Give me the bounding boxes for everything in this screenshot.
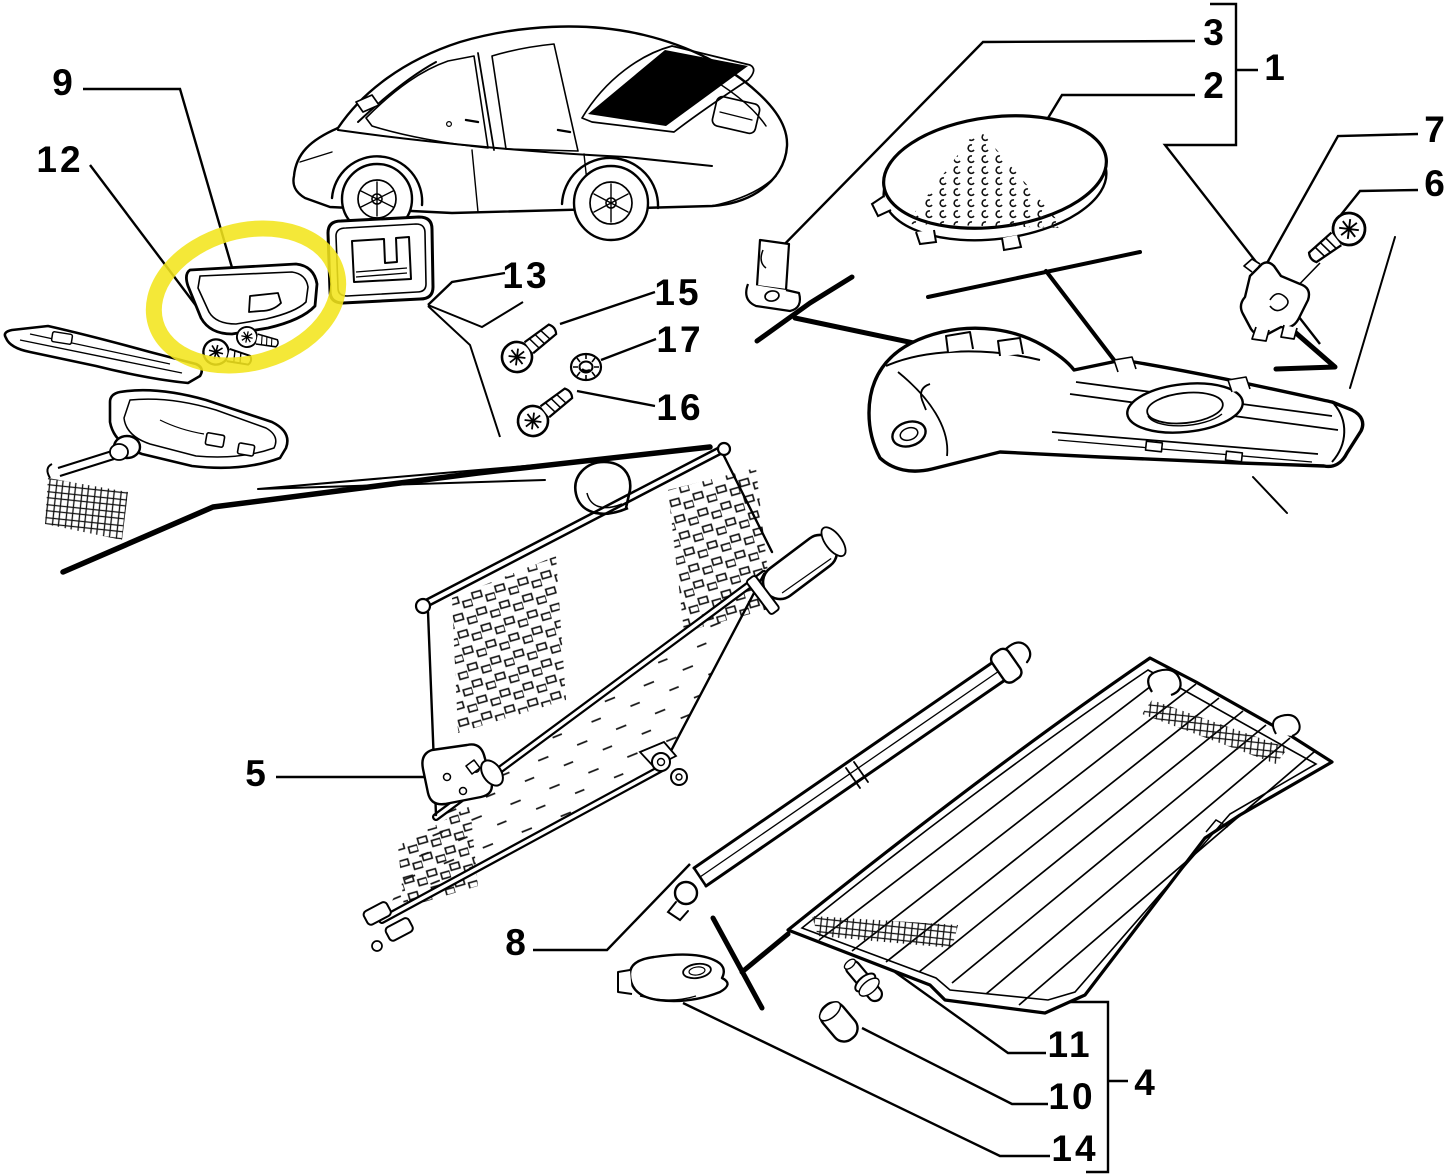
net-hook-strap <box>574 460 632 516</box>
callout-11: 11 <box>1047 1024 1092 1065</box>
part-push-pin <box>46 434 142 479</box>
callout-labels: 9 12 13 15 17 16 3 2 1 7 6 5 8 11 10 14 … <box>36 12 1445 1169</box>
mesh-swatch <box>45 478 128 540</box>
leader-13-wedge <box>427 301 524 329</box>
callout-9: 9 <box>52 62 76 103</box>
bracket-1 <box>1162 2 1321 345</box>
leader-13-wedge2 <box>427 305 501 438</box>
net-roller <box>746 526 847 615</box>
leader-16 <box>576 389 656 408</box>
callout-12: 12 <box>36 139 83 180</box>
callout-4: 4 <box>1134 1062 1158 1103</box>
part-11-pin <box>843 958 884 1003</box>
net-latch-mechanism <box>421 743 504 806</box>
part-7-bracket <box>1239 258 1311 342</box>
leader-6 <box>1335 188 1419 222</box>
leader-11 <box>894 971 1046 1055</box>
part-2-speaker-cover <box>870 114 1108 252</box>
callout-17: 17 <box>656 319 703 360</box>
callout-3: 3 <box>1203 12 1227 53</box>
callout-5: 5 <box>245 753 269 794</box>
leader-13 <box>427 271 506 306</box>
leader-9 <box>83 87 235 272</box>
mirror <box>355 94 380 113</box>
net-feet <box>362 740 688 952</box>
callout-7: 7 <box>1424 109 1445 150</box>
washer-17 <box>569 352 603 382</box>
leader-3 <box>770 39 1196 259</box>
callout-10: 10 <box>1048 1076 1095 1117</box>
screw-15 <box>500 323 558 374</box>
leader-15 <box>559 290 656 326</box>
leader-17 <box>600 337 657 362</box>
part-1-housing <box>867 326 1365 473</box>
callout-8: 8 <box>505 922 529 963</box>
pointer-lines <box>60 236 1396 1011</box>
part-14-bracket <box>617 953 729 1003</box>
callout-13: 13 <box>502 255 549 296</box>
leader-8 <box>533 863 691 952</box>
part-10-sleeve <box>818 1001 859 1043</box>
leader-12 <box>89 164 198 308</box>
part-5-cargo-net <box>362 441 847 952</box>
part-trim-panel <box>108 388 289 470</box>
leader-7 <box>1260 132 1419 273</box>
callout-2: 2 <box>1203 65 1227 106</box>
car-illustration <box>292 25 789 242</box>
callout-1: 1 <box>1264 47 1288 88</box>
part-3-clip <box>745 238 802 313</box>
blacked-out-shelf-area <box>588 50 748 126</box>
callout-16: 16 <box>656 387 703 428</box>
callout-6: 6 <box>1424 163 1445 204</box>
part-8-roller-cassette <box>666 641 1032 922</box>
leader-14 <box>682 1001 1050 1158</box>
callout-15: 15 <box>654 272 701 313</box>
highlight-ring <box>145 220 347 374</box>
callout-14: 14 <box>1051 1128 1098 1169</box>
part-13-grommet <box>326 215 435 305</box>
screw-6 <box>1307 211 1367 264</box>
screw-16 <box>516 387 574 438</box>
part-4-shelf-panel <box>786 656 1334 1015</box>
leader-10 <box>861 1026 1048 1106</box>
part-9-trim <box>185 262 319 349</box>
